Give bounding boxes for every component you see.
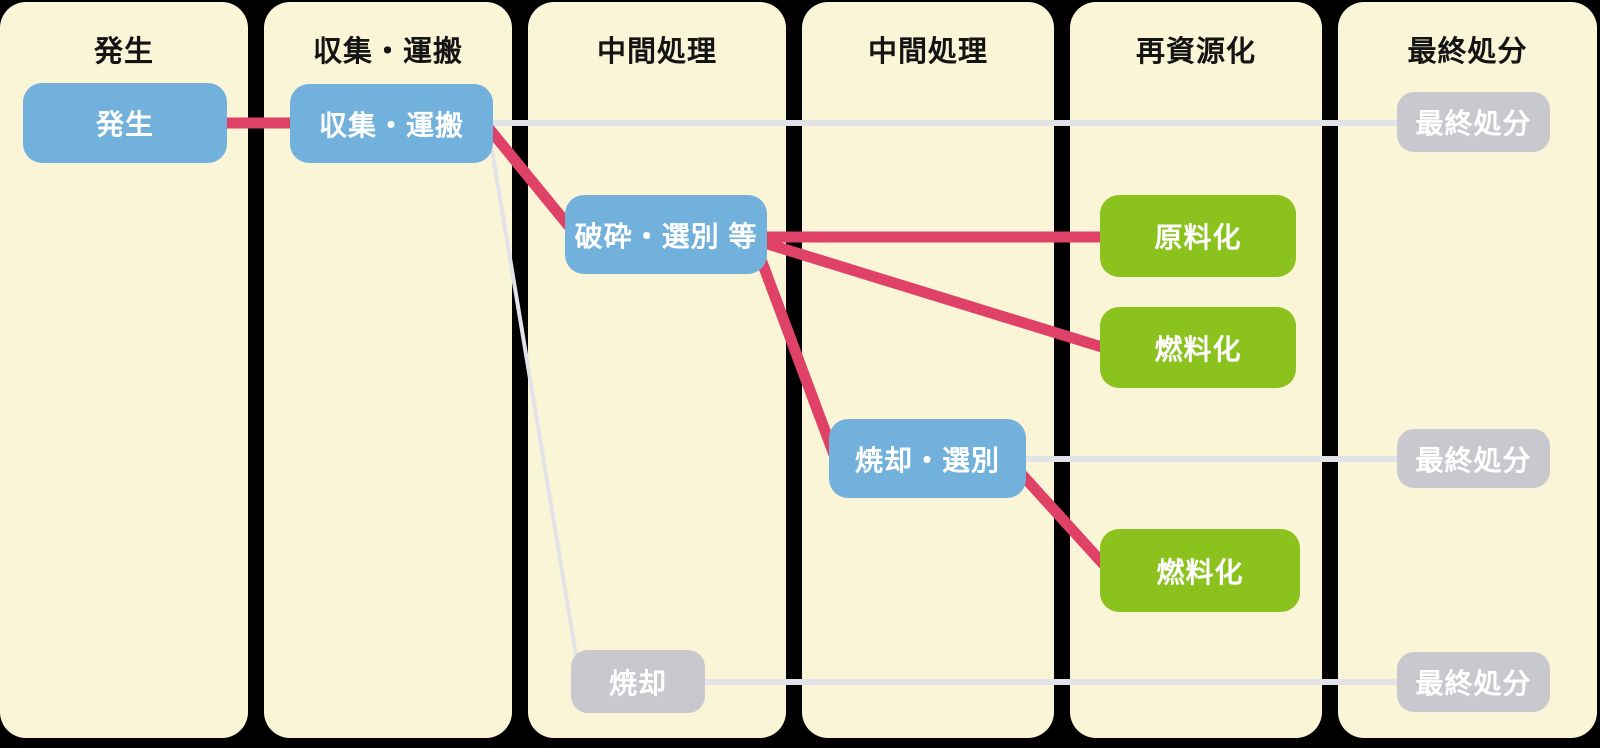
edge-shokyaku-senbetsu-to-nenryoka-2	[1011, 464, 1111, 571]
column-header-intermediate-1: 中間処理	[596, 36, 717, 68]
column-header-intermediate-2: 中間処理	[867, 36, 988, 68]
edge-hasai-senbetsu-to-shokyaku-senbetsu	[750, 244, 842, 462]
column-header-occurrence: 発生	[93, 36, 154, 68]
edge-shushu-unpan-to-shokyaku	[490, 149, 578, 656]
column-header-collect-transport: 収集・運搬	[312, 36, 463, 68]
edge-shushu-unpan-to-hasai-senbetsu	[477, 116, 577, 234]
column-header-recycling: 再資源化	[1135, 36, 1256, 68]
column-header-final-disposal: 最終処分	[1407, 36, 1528, 68]
edge-hasai-senbetsu-to-nenryoka-1	[756, 235, 1107, 354]
